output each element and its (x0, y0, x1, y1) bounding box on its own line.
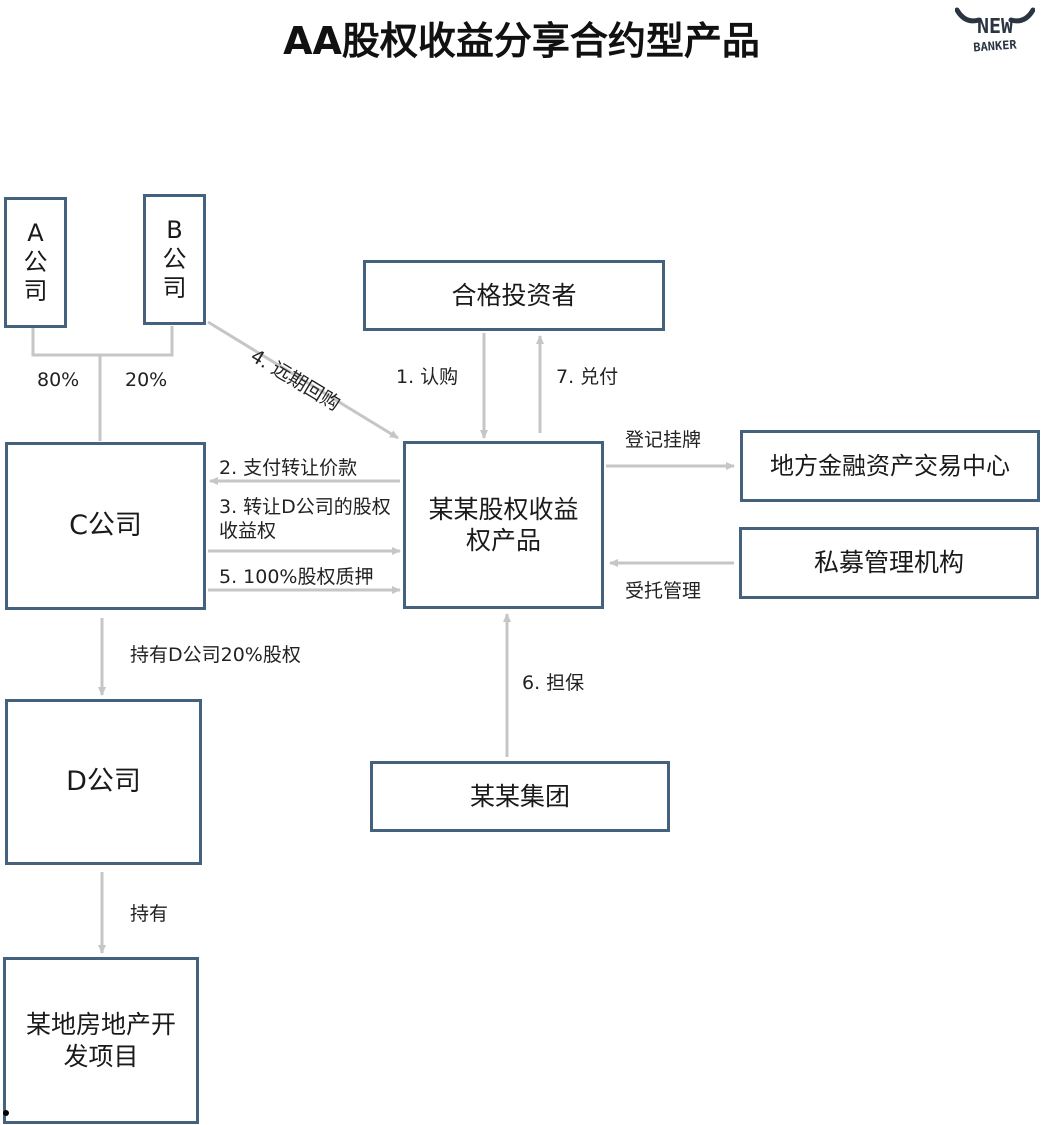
company-b-char: 司 (162, 273, 187, 302)
company-a-box: A 公 司 (4, 197, 67, 328)
share-label-a: 80% (37, 369, 80, 391)
hold-label: 持有 (130, 903, 169, 925)
listing-label: 登记挂牌 (625, 429, 702, 451)
group-label: 某某集团 (469, 781, 570, 811)
financial-exchange-label: 地方金融资产交易中心 (770, 452, 1010, 480)
real-estate-project-label: 某地房地产开发项目 (25, 1010, 176, 1071)
arrow-buyback (207, 320, 399, 440)
payout-label: 7. 兑付 (556, 366, 619, 388)
pay-transfer-label: 2. 支付转让价款 (219, 457, 358, 479)
qualified-investors-label: 合格投资者 (451, 280, 577, 310)
ownership-bracket (31, 326, 174, 357)
company-d-label: D公司 (66, 766, 141, 798)
entrusted-label: 受托管理 (625, 580, 702, 602)
equity-product-box: 某某股权收益权产品 (403, 441, 604, 609)
company-c-box: C公司 (5, 442, 206, 610)
subscribe-label: 1. 认购 (396, 366, 459, 388)
company-a-char: A (27, 219, 44, 248)
transfer-rights-label: 3. 转让D公司的股权收益权 (219, 496, 391, 542)
guarantee-label: 6. 担保 (522, 672, 585, 694)
page-title: AA股权收益分享合约型产品 (283, 19, 760, 63)
financial-exchange-box: 地方金融资产交易中心 (740, 430, 1040, 502)
bull-horns-icon (955, 7, 1035, 24)
company-b-box: B 公 司 (143, 194, 206, 325)
equity-product-label: 某某股权收益权产品 (428, 494, 579, 555)
company-b-char: B (166, 216, 183, 245)
company-a-char: 司 (23, 276, 48, 305)
bullet-dot (3, 1110, 9, 1116)
pledge-label: 5. 100%股权质押 (219, 566, 374, 588)
company-b-char: 公 (162, 245, 187, 274)
new-banker-logo: NEW BANKER (955, 6, 1035, 66)
logo-text-new: NEW (976, 14, 1014, 38)
company-c-label: C公司 (69, 510, 142, 542)
private-fund-manager-box: 私募管理机构 (739, 527, 1039, 599)
real-estate-project-box: 某地房地产开发项目 (3, 957, 199, 1124)
qualified-investors-box: 合格投资者 (363, 260, 665, 331)
company-a-char: 公 (23, 248, 48, 277)
private-fund-manager-label: 私募管理机构 (813, 548, 964, 578)
company-d-box: D公司 (5, 699, 202, 865)
share-label-b: 20% (125, 369, 168, 391)
group-box: 某某集团 (370, 761, 670, 832)
hold-d-label: 持有D公司20%股权 (130, 644, 301, 666)
